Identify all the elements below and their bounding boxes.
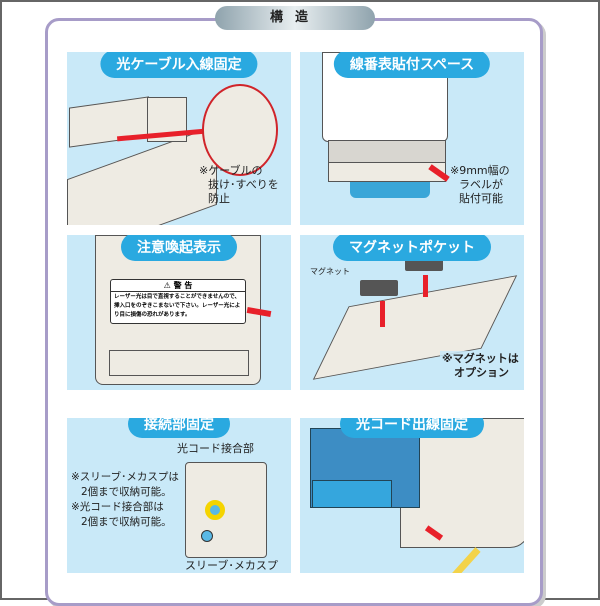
panel-magnet-pocket: マグネットポケット マグネット ※マグネットはオプション [300,235,524,390]
panel-label: 注意喚起表示 [121,235,237,261]
blank-label-area [109,350,249,376]
warning-label: ⚠ 警 告 レーザー光は目で直視することができませんので、挿入口をのぞきこまない… [110,279,246,324]
note-line: ※マグネットは [442,352,519,365]
arrow-icon [380,301,385,327]
note: ※ケーブルの抜け･すべりを防止 [199,164,279,205]
cover-bar [328,140,446,164]
panel-label-space: 線番表貼付スペース ※9mm幅のラベルが貼付可能 [300,52,524,225]
note: ※マグネットはオプション [440,351,521,381]
optical-cord [415,547,481,573]
panel-cord-exit: 光コード出線固定 [300,418,524,573]
warning-title: ⚠ 警 告 [111,280,245,292]
cable-clamp [147,97,187,142]
connectors [350,182,430,198]
warning-text: レーザー光は目で直視することができませんので、挿入口をのぞきこまないで下さい。レ… [114,294,241,318]
cord-joint-callout: 光コード接合部 [177,442,254,455]
panel-label: 接続部固定 [128,418,230,438]
panel-label: 光コード出線固定 [340,418,484,438]
label-area [328,162,446,182]
splice-callout: スリーブ･メカスプ [185,559,278,572]
holder [185,462,267,558]
panel-label: 光ケーブル入線固定 [100,52,258,78]
note: ※9mm幅のラベルが貼付可能 [450,164,510,205]
enclosure-lid [69,96,149,148]
magnet-callout: マグネット [310,267,350,276]
page-title: 構造 [215,6,375,30]
panel-warning: 注意喚起表示 ⚠ 警 告 レーザー光は目で直視することができませんので、挿入口を… [67,235,291,390]
panel-label: マグネットポケット [333,235,491,261]
cord-joint [205,500,225,520]
detail-magnifier [202,84,278,176]
enclosure [400,418,524,548]
panel-label: 線番表貼付スペース [333,52,491,78]
connectors [312,480,392,508]
note-line: オプション [454,366,509,379]
magnet [360,280,398,296]
panel-cable-entry: 光ケーブル入線固定 ※ケーブルの抜け･すべりを防止 [67,52,291,225]
mechanical-splice [201,530,213,542]
arrow-icon [423,275,428,297]
